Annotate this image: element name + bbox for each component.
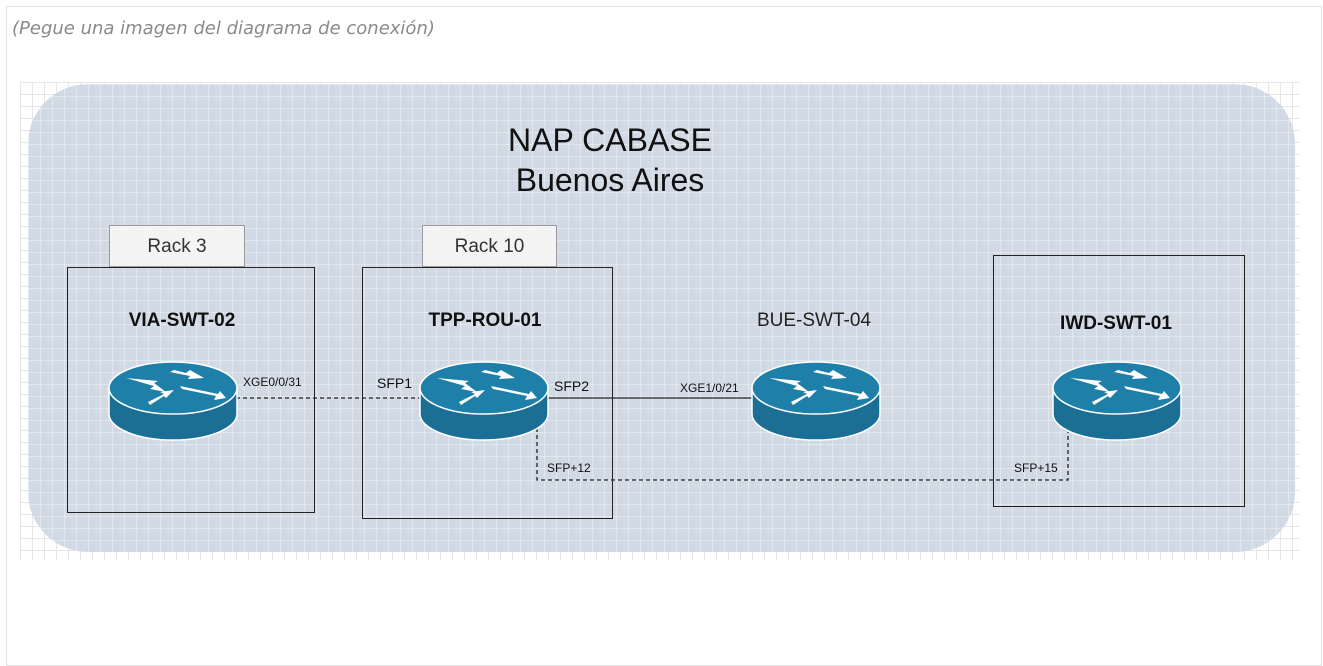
router-icon [419, 361, 549, 441]
port-label-tpp-sfp12: SFP+12 [547, 461, 591, 475]
port-label-tpp-sfp1: SFP1 [377, 375, 413, 391]
nap-zone [28, 84, 1295, 552]
device-label-bue-swt-04: BUE-SWT-04 [756, 310, 872, 331]
router-icon [108, 361, 238, 441]
device-label-tpp-rou-01: TPP-ROU-01 [428, 310, 542, 331]
router-icon [751, 361, 881, 441]
rack-3-tab: Rack 3 [109, 225, 245, 267]
device-label-iwd-swt-01: IWD-SWT-01 [1060, 313, 1172, 334]
zone-title-line2: Buenos Aires [515, 162, 705, 198]
port-label-via-xge: XGE0/0/31 [243, 375, 302, 389]
image-caption: (Pegue una imagen del diagrama de conexi… [12, 18, 435, 39]
port-label-iwd-sfp15: SFP+15 [1014, 461, 1058, 475]
router-icon [1052, 361, 1182, 441]
link-tpp-iwd [536, 428, 1069, 481]
rack-10-tab: Rack 10 [422, 225, 557, 267]
zone-title: NAP CABASE Buenos Aires [460, 120, 760, 200]
zone-title-line1: NAP CABASE [508, 122, 712, 158]
rack-10-box [362, 267, 613, 519]
iwd-rack-box [993, 255, 1245, 507]
device-label-via-swt-02: VIA-SWT-02 [128, 310, 236, 331]
port-label-tpp-sfp2: SFP2 [554, 378, 590, 394]
port-label-bue-xge: XGE1/0/21 [680, 381, 739, 395]
rack-3-box [67, 267, 315, 513]
